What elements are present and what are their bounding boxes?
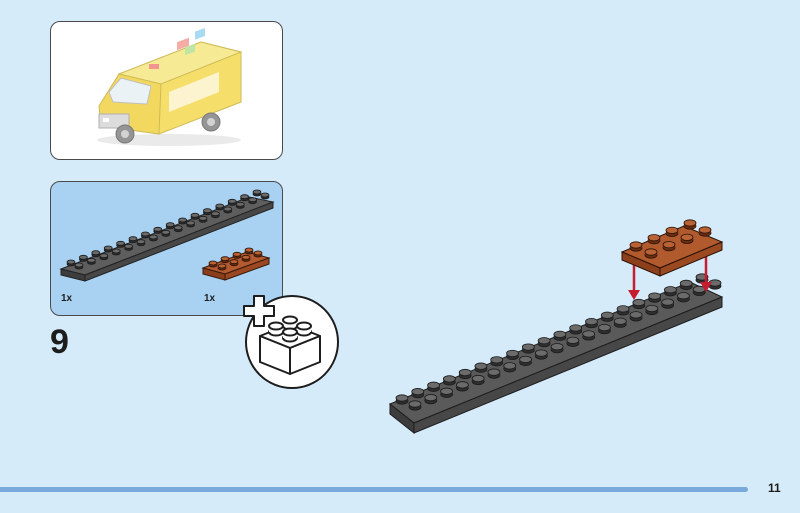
plate-stud [455,381,469,392]
plate-stud [629,311,643,322]
plate-stud [490,356,504,367]
plate-stud [442,375,456,386]
part-stud [149,234,158,242]
plate-stud [582,330,596,341]
part-quantity-gray-plate: 1x [61,293,73,304]
part-quantity-brown-plate: 1x [204,293,216,304]
part-stud [240,194,250,202]
part-stud [111,248,121,256]
plate-stud [664,286,677,297]
brown-plate-stud [662,241,676,252]
page-number: 11 [768,481,781,495]
plate-stud [600,311,614,322]
part-brown-stud [241,254,251,262]
part-stud [79,254,88,262]
plate-stud [550,343,564,354]
plate-stud [474,362,488,373]
part-brown-stud [220,256,230,264]
placement-arrows [628,256,712,300]
yellow-food-van-icon [97,27,243,146]
part-stud [161,229,171,237]
brown-plate-stud [698,226,712,237]
plate-stud [677,292,690,303]
plate-stud [708,279,722,290]
parts-list-panel: 1x 1x [50,181,283,316]
dark-gray-long-plate-icon [59,189,275,282]
plate-stud [645,304,659,316]
plate-stud [471,374,485,386]
part-stud [248,197,258,205]
part-brown-stud [253,250,263,258]
plate-stud [648,292,662,303]
part-stud [173,225,183,233]
part-stud [210,211,220,219]
plate-stud [521,343,535,354]
part-stud [223,206,233,214]
plate-stud [458,368,472,380]
plate-stud [424,394,438,405]
part-stud [198,215,208,223]
part-stud [136,239,146,247]
part-stud [141,231,150,239]
plate-stud [661,298,675,309]
part-brown-stud [232,251,242,259]
plate-stud [679,279,693,290]
brown-plate-stud [683,219,697,230]
plate-stud [411,388,425,399]
plate-stud [553,330,567,341]
long-gray-plate-side [413,296,723,434]
part-stud [153,226,163,234]
reddish-brown-plate-2x4-icon [201,247,271,281]
brown-plate-stud [629,241,643,252]
part-stud [99,253,109,261]
brown-plate-side [659,241,723,277]
brown-plate-stud [680,233,694,244]
part-stud [215,203,225,211]
part-brown-stud [208,260,218,268]
brown-plate-stud [644,248,658,259]
plate-stud [616,305,630,316]
part-stud [235,201,245,209]
part-stud [74,262,84,270]
plate-stud [537,337,551,348]
part-stud [186,220,196,228]
part-brown-stud [229,259,239,267]
plate-stud [613,317,627,328]
plate-stud [503,362,517,373]
brown-plate-stud [647,234,661,245]
part-brown-stud [244,247,254,255]
part-stud [178,217,188,225]
plate-stud [632,298,646,310]
plate-stud [569,324,583,335]
part-stud [202,208,212,216]
model-preview-panel [50,21,283,160]
part-stud [103,245,113,253]
plate-stud [566,336,580,347]
plate-stud [598,323,611,335]
part-brown-stud [217,263,227,271]
part-stud [87,257,96,265]
part-stud [124,243,133,251]
plate-stud [506,349,519,361]
plate-stud [427,381,440,392]
plate-stud [534,349,548,360]
add-new-brick-icon [243,295,339,389]
plate-stud [395,394,409,405]
part-stud [190,212,200,220]
plate-stud [408,400,422,411]
plate-stud [585,317,598,329]
part-stud [128,236,138,244]
plate-stud [440,387,453,398]
brown-plate-stud [665,226,679,237]
plate-stud [487,368,501,379]
part-stud [260,192,270,200]
plate-stud [692,285,706,296]
step-number: 9 [50,323,69,361]
footer-progress-bar [0,487,748,492]
plate-stud [519,355,532,367]
